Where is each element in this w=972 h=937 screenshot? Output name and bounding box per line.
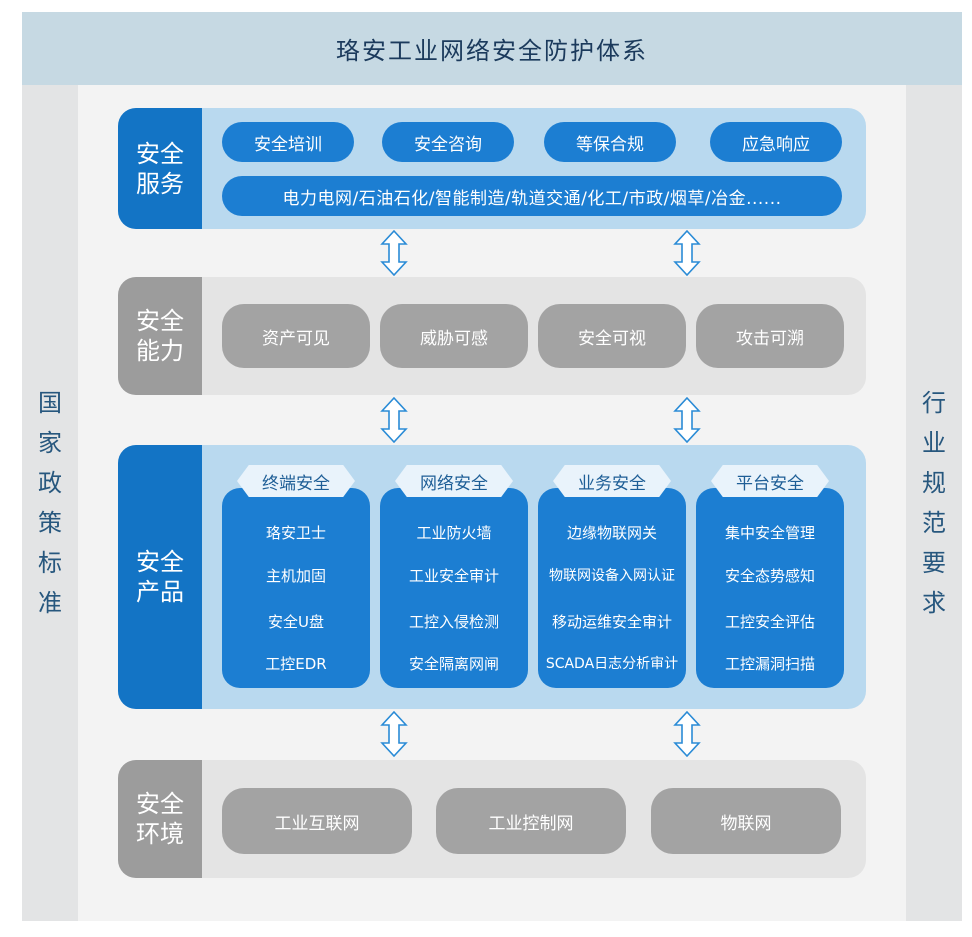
right-column-char: 行 — [922, 389, 946, 417]
product-tab-business: 业务安全 — [553, 465, 671, 497]
product-item: 工控安全评估 — [724, 613, 815, 631]
service-consulting: 安全咨询 — [382, 122, 514, 162]
product-group-platform: 集中安全管理 安全态势感知 工控安全评估 工控漏洞扫描 — [696, 488, 844, 688]
capability-threat-awareness: 威胁可感 — [380, 304, 528, 368]
capability-attack-traceability: 攻击可溯 — [696, 304, 844, 368]
security-products-label: 安全 产品 — [118, 445, 202, 709]
product-item: 工控入侵检测 — [408, 613, 499, 631]
bidirectional-arrow-icon — [380, 397, 408, 443]
product-item: 集中安全管理 — [724, 524, 815, 542]
diagram-title: 珞安工业网络安全防护体系 — [22, 12, 962, 85]
product-item: 工控漏洞扫描 — [724, 655, 815, 673]
product-item: 安全隔离网闸 — [408, 655, 499, 673]
right-column-char: 业 — [922, 429, 946, 457]
right-column-char: 求 — [922, 589, 946, 617]
bidirectional-arrow-icon — [380, 711, 408, 757]
left-column-char: 家 — [38, 429, 62, 457]
product-item: 工控EDR — [265, 655, 327, 673]
left-column-char: 标 — [38, 549, 62, 577]
label-line: 安全 — [136, 139, 184, 168]
label-line: 产品 — [136, 578, 184, 606]
bidirectional-arrow-icon — [673, 711, 701, 757]
product-group-business: 边缘物联网关 物联网设备入网认证 移动运维安全审计 SCADA日志分析审计 — [538, 488, 686, 688]
left-column-char: 策 — [38, 509, 62, 537]
bidirectional-arrow-icon — [673, 230, 701, 276]
label-line: 安全 — [136, 790, 184, 818]
label-line: 安全 — [136, 307, 184, 335]
environment-industrial-control-network: 工业控制网 — [436, 788, 626, 854]
service-industries: 电力电网/石油石化/智能制造/轨道交通/化工/市政/烟草/冶金...... — [222, 176, 842, 216]
left-column-national-policy: 国 家 政 策 标 准 — [22, 85, 78, 921]
product-item: 珞安卫士 — [265, 524, 326, 542]
security-services-label: 安全 服务 — [118, 108, 202, 229]
product-item: 安全U盘 — [268, 613, 324, 631]
product-item: SCADA日志分析审计 — [545, 656, 679, 672]
capability-asset-visibility: 资产可见 — [222, 304, 370, 368]
product-item: 主机加固 — [265, 567, 326, 585]
right-column-char: 要 — [922, 549, 946, 577]
bidirectional-arrow-icon — [673, 397, 701, 443]
security-capability-label: 安全 能力 — [118, 277, 202, 395]
product-item: 工业安全审计 — [408, 567, 499, 585]
service-compliance: 等保合规 — [544, 122, 676, 162]
security-environment-label: 安全 环境 — [118, 760, 202, 878]
left-column-char: 准 — [38, 589, 62, 617]
product-item: 工业防火墙 — [416, 524, 492, 542]
product-item: 安全态势感知 — [724, 567, 815, 585]
product-item: 边缘物联网关 — [566, 524, 657, 542]
environment-iot: 物联网 — [651, 788, 841, 854]
bidirectional-arrow-icon — [380, 230, 408, 276]
label-line: 环境 — [136, 820, 184, 848]
right-column-char: 范 — [922, 509, 946, 537]
left-column-char: 政 — [38, 469, 62, 497]
product-item: 移动运维安全审计 — [551, 613, 672, 631]
product-tab-endpoint: 终端安全 — [237, 465, 355, 497]
left-column-char: 国 — [38, 389, 62, 417]
label-line: 安全 — [136, 548, 184, 576]
capability-security-visualization: 安全可视 — [538, 304, 686, 368]
product-tab-platform: 平台安全 — [711, 465, 829, 497]
product-group-endpoint: 珞安卫士 主机加固 安全U盘 工控EDR — [222, 488, 370, 688]
service-training: 安全培训 — [222, 122, 354, 162]
label-line: 能力 — [136, 337, 184, 365]
product-tab-network: 网络安全 — [395, 465, 513, 497]
label-line: 服务 — [136, 169, 184, 198]
product-item: 物联网设备入网认证 — [549, 568, 675, 584]
right-column-char: 规 — [922, 469, 946, 497]
right-column-industry-requirements: 行 业 规 范 要 求 — [906, 85, 962, 921]
environment-industrial-internet: 工业互联网 — [222, 788, 412, 854]
service-emergency: 应急响应 — [710, 122, 842, 162]
product-group-network: 工业防火墙 工业安全审计 工控入侵检测 安全隔离网闸 — [380, 488, 528, 688]
